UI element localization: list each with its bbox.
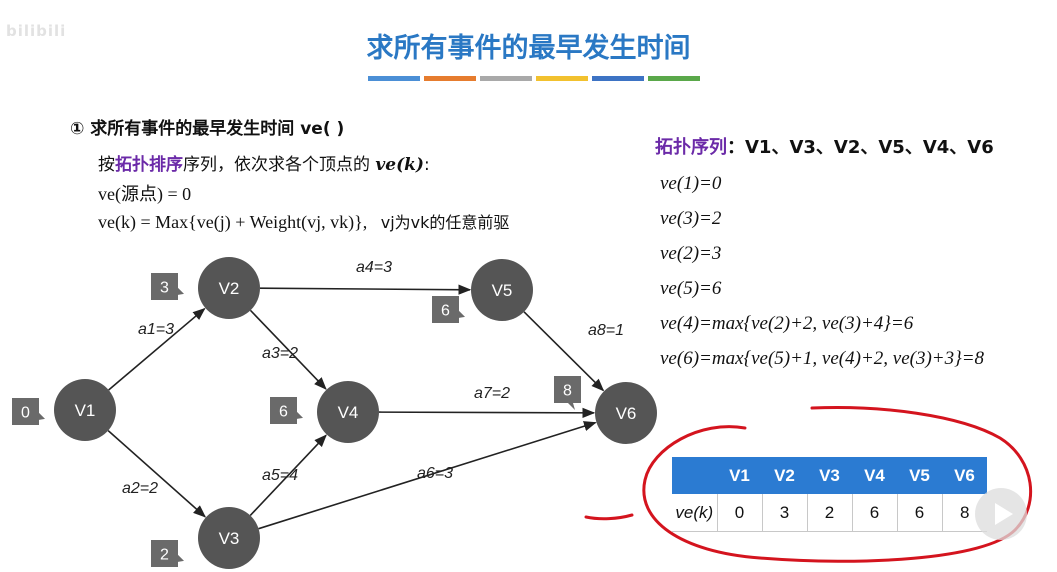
ve-tag-v2: 3 — [151, 273, 184, 300]
title-color-bar — [368, 76, 700, 81]
ve-tag-value: 2 — [160, 547, 169, 564]
color-bar-segment — [592, 76, 644, 81]
edge-v2-v5 — [259, 284, 472, 295]
edge-label: a3=2 — [262, 345, 298, 362]
ve-tag-value: 3 — [160, 280, 169, 297]
ve-step: ve(3)=2 — [660, 208, 722, 229]
ve-step: ve(4)=max{ve(2)+2, ve(3)+4}=6 — [660, 313, 914, 334]
ve-step: ve(1)=0 — [660, 173, 722, 194]
ve-tag-v3: 2 — [151, 540, 184, 567]
ve-table-cell: 6 — [897, 494, 943, 532]
node-v1 — [54, 379, 116, 441]
ve-table-header-row: V1 V2 V3 V4 V5 V6 — [672, 457, 987, 494]
ve-tag-v6: 8 — [554, 376, 581, 410]
edge-v3-v6 — [258, 421, 597, 530]
ve-step: ve(2)=3 — [660, 243, 722, 264]
ve-tag-value: 0 — [21, 405, 30, 422]
section-heading: ① 求所有事件的最早发生时间 ve( ) — [70, 119, 345, 139]
play-button-icon[interactable] — [975, 488, 1027, 540]
intro-mid: 序列，依次求各个顶点的 — [183, 155, 376, 175]
formula-general-expr: ve(k) = Max{ve(j) + Weight(vj, vk)}, — [98, 212, 368, 232]
edge-v2-v4 — [249, 309, 327, 390]
node-label: V5 — [492, 281, 513, 300]
ve-table-row-label: ve(k) — [672, 494, 718, 532]
edge-label: a8=1 — [588, 322, 624, 339]
edge-v1-v2 — [108, 307, 206, 391]
formula-general-note: vj为vk的任意前驱 — [380, 213, 510, 232]
intro-post: : — [423, 155, 430, 175]
ve-table-header: V3 — [807, 457, 852, 494]
formula-general: ve(k) = Max{ve(j) + Weight(vj, vk)}, vj为… — [98, 209, 509, 233]
edge-label: a1=3 — [138, 321, 174, 338]
ve-table-header: V1 — [717, 457, 762, 494]
edge-label: a5=4 — [262, 467, 298, 484]
edge-v4-v6 — [378, 407, 596, 418]
node-label: V6 — [616, 404, 637, 423]
ve-table-header: V6 — [942, 457, 987, 494]
ve-tag-v4: 6 — [270, 397, 303, 424]
node-label: V2 — [219, 279, 240, 298]
ve-table-cell: 0 — [717, 494, 763, 532]
ve-tag-v1: 0 — [12, 398, 45, 425]
node-label: V4 — [338, 403, 359, 422]
color-bar-segment — [648, 76, 700, 81]
node-label: V1 — [75, 401, 96, 420]
ve-tag-value: 6 — [279, 404, 288, 421]
color-bar-segment — [424, 76, 476, 81]
ve-tag-v5: 6 — [432, 296, 465, 323]
ve-step: ve(6)=max{ve(5)+1, ve(4)+2, ve(3)+3}=8 — [660, 348, 985, 369]
color-bar-segment — [368, 76, 420, 81]
ve-table: V1 V2 V3 V4 V5 V6 ve(k) 0 3 2 6 6 8 — [672, 457, 987, 532]
color-bar-segment — [480, 76, 532, 81]
ve-table-cell: 3 — [762, 494, 808, 532]
ve-table-corner — [672, 457, 717, 494]
ve-steps: ve(1)=0 ve(3)=2 ve(2)=3 ve(5)=6 ve(4)=ma… — [660, 172, 984, 382]
ve-table-cell: 2 — [807, 494, 853, 532]
node-v2 — [198, 257, 260, 319]
node-v5 — [471, 259, 533, 321]
topo-sequence: 拓扑序列：V1、V3、V2、V5、V4、V6 — [655, 133, 994, 159]
ve-tag-value: 8 — [563, 383, 572, 400]
edge-v1-v3 — [107, 429, 207, 518]
node-v3 — [198, 507, 260, 569]
ve-table-header: V2 — [762, 457, 807, 494]
formula-source: ve(源点) = 0 — [98, 184, 192, 204]
ve-table-header: V4 — [852, 457, 897, 494]
intro-var: ve(k) — [375, 155, 424, 175]
intro-pre: 按 — [98, 155, 115, 175]
edge-v3-v4 — [249, 434, 327, 517]
edge-label: a2=2 — [122, 480, 158, 497]
ve-tag-value: 6 — [441, 303, 450, 320]
node-v6 — [595, 382, 657, 444]
node-v4 — [317, 381, 379, 443]
intro-line: 按拓扑排序序列，依次求各个顶点的 ve(k): — [98, 150, 430, 175]
topo-values: ：V1、V3、V2、V5、V4、V6 — [727, 137, 994, 158]
edge-label: a7=2 — [474, 385, 510, 402]
ve-table-value-row: ve(k) 0 3 2 6 6 8 — [672, 494, 987, 532]
edge-label: a4=3 — [356, 259, 392, 276]
color-bar-segment — [536, 76, 588, 81]
node-label: V3 — [219, 529, 240, 548]
watermark: bilibili — [6, 22, 67, 40]
intro-keyword: 拓扑排序 — [115, 155, 183, 175]
slide-title: 求所有事件的最早发生时间 — [366, 33, 691, 64]
ve-table-header: V5 — [897, 457, 942, 494]
ve-table-cell: 6 — [852, 494, 898, 532]
edge-label: a6=3 — [417, 465, 453, 482]
edge-v5-v6 — [523, 311, 605, 392]
topo-label: 拓扑序列 — [655, 137, 727, 158]
ve-step: ve(5)=6 — [660, 278, 722, 299]
